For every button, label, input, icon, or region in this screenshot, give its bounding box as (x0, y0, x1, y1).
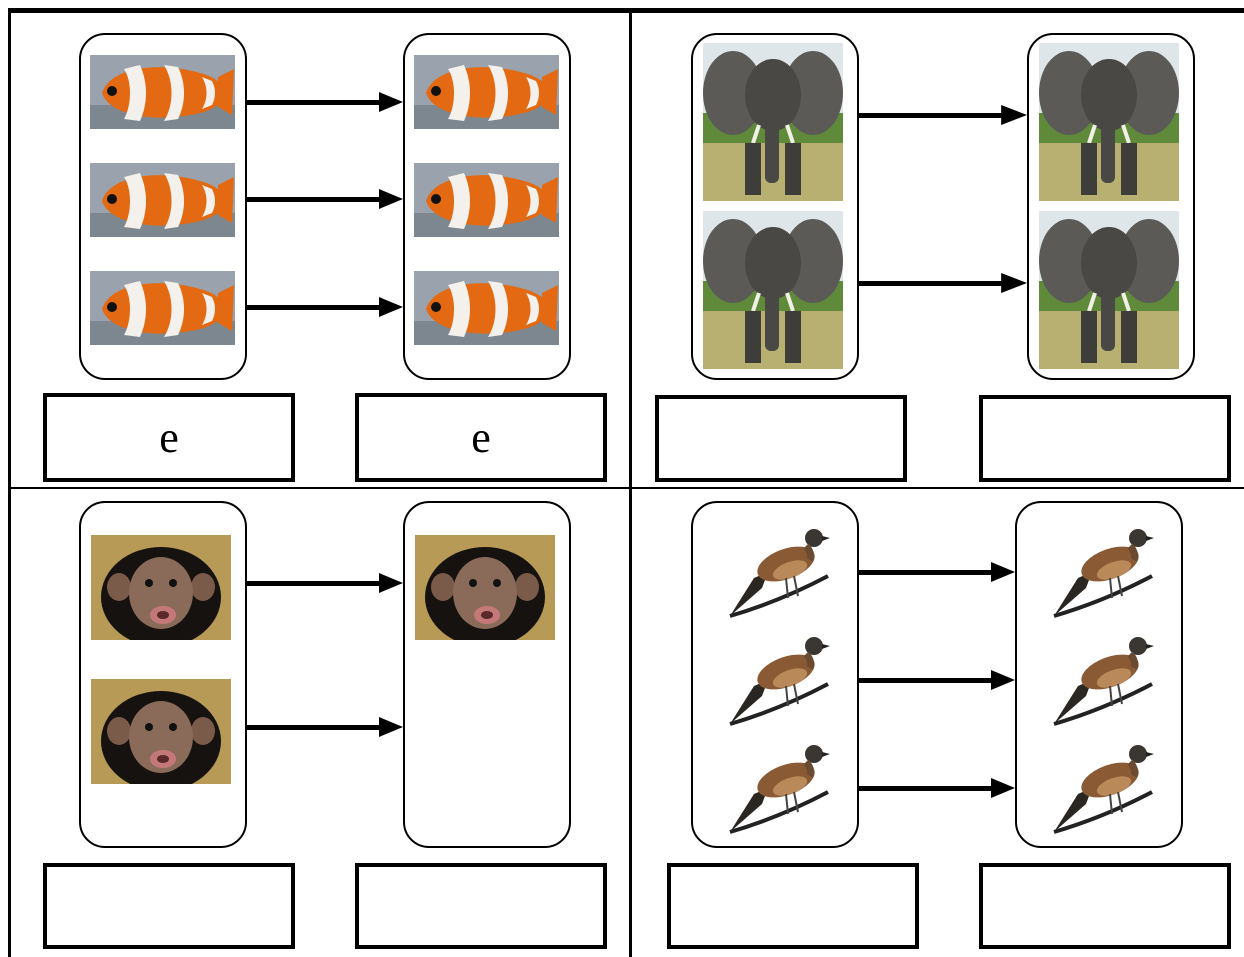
chimpanzee-picture (91, 679, 231, 784)
middle-horizontal-rule (10, 487, 1244, 489)
answer-box-right[interactable] (979, 863, 1231, 949)
top-rule (10, 8, 1244, 13)
answer-box-left[interactable] (43, 863, 295, 949)
arrow-right-icon (859, 670, 1015, 690)
clownfish-picture (414, 55, 559, 129)
clownfish-picture (414, 163, 559, 237)
arrow-right-icon (247, 189, 403, 209)
clownfish-picture (414, 271, 559, 345)
answer-box-left[interactable] (655, 395, 907, 482)
left-rule (8, 8, 11, 957)
bird-picture (724, 520, 832, 620)
chimpanzee-picture (91, 535, 231, 640)
answer-box-left[interactable]: e (43, 393, 295, 482)
arrow-right-icon (859, 562, 1015, 582)
answer-box-right[interactable]: e (355, 393, 607, 482)
answer-box-left[interactable] (667, 863, 919, 949)
bird-picture (1048, 736, 1156, 836)
arrow-right-icon (859, 105, 1027, 125)
elephant-picture (703, 211, 843, 369)
arrow-right-icon (247, 297, 403, 317)
bird-picture (724, 628, 832, 728)
arrow-right-icon (859, 778, 1015, 798)
bird-picture (724, 736, 832, 836)
arrow-right-icon (247, 92, 403, 112)
arrow-right-icon (247, 573, 403, 593)
elephant-picture (1039, 43, 1179, 201)
answer-box-right[interactable] (979, 395, 1231, 482)
arrow-right-icon (859, 273, 1027, 293)
chimpanzee-picture (415, 535, 555, 640)
clownfish-picture (90, 163, 235, 237)
clownfish-picture (90, 55, 235, 129)
bird-picture (1048, 628, 1156, 728)
center-vertical-rule (629, 12, 632, 957)
elephant-picture (703, 43, 843, 201)
clownfish-picture (90, 271, 235, 345)
arrow-right-icon (247, 717, 403, 737)
elephant-picture (1039, 211, 1179, 369)
bird-picture (1048, 520, 1156, 620)
answer-box-right[interactable] (355, 863, 607, 949)
